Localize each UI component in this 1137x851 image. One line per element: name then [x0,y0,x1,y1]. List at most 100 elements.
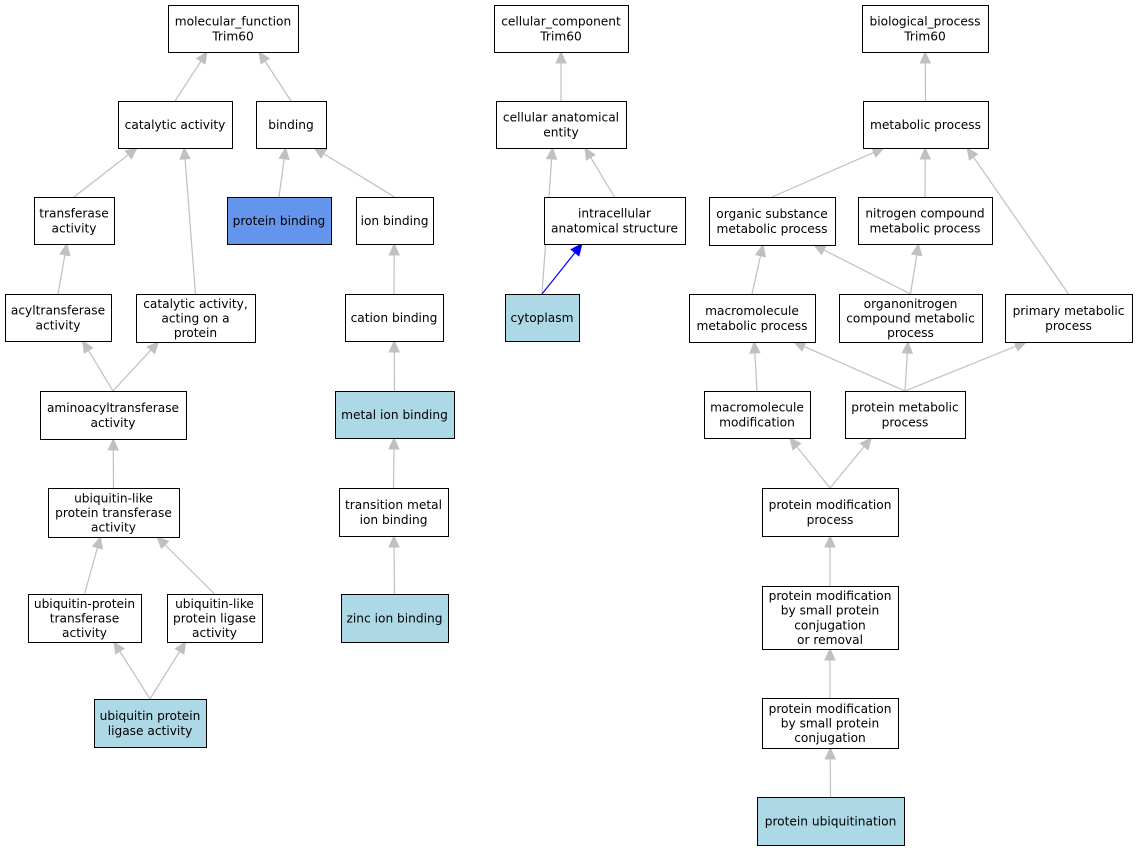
node-label: protein transferase [55,506,172,520]
edge-metabolic-to-bp [919,50,932,102]
edge-prot-mod-to-protein-met [829,437,873,489]
edge-ion-binding-to-binding [313,147,395,198]
node-label: metabolic process [870,118,981,132]
node-box [28,594,142,643]
node-zinc[interactable]: zinc ion binding [341,594,449,643]
node-label: by small protein [781,604,879,618]
node-box [704,391,811,439]
node-label: Trim60 [211,29,253,43]
node-ubiquitination[interactable]: protein ubiquitination [757,797,905,846]
node-label: transition metal [345,498,442,512]
node-box [845,391,966,439]
edge-ubiquitination-to-prot-mod-small [824,746,837,798]
edge-organonitrogen-to-organic-sub [812,244,911,295]
node-label: molecular_function [175,15,291,29]
node-label: conjugation [794,618,866,632]
node-label: protein modification [769,702,892,716]
node-ion-binding[interactable]: ion binding [356,197,434,245]
edge-protein-binding-to-binding [278,146,290,198]
node-box [5,294,112,342]
node-label: zinc ion binding [347,612,443,626]
edge-acyltransferase-to-transferase [57,242,71,295]
node-label: acyltransferase [11,304,105,318]
node-label: Trim60 [539,29,581,43]
node-box [168,5,299,53]
edge-prot-mod-to-macromol-mod [789,437,831,489]
node-label: ubiquitin-like [175,597,254,611]
node-box [34,197,115,245]
node-label: catalytic activity, [143,297,248,311]
node-box [335,391,455,439]
edge-aminoacyl-to-acyltransferase [82,339,114,392]
edge-macromol-met-to-organic-sub [751,243,767,295]
node-label: activity [91,521,136,535]
node-label: ligase activity [108,724,193,738]
node-box [167,594,263,643]
node-label: or removal [797,633,863,647]
node-cytoplasm[interactable]: cytoplasm [505,294,580,342]
node-box [136,294,256,343]
node-label: acting on a [161,312,229,326]
node-box [40,391,187,440]
node-catalytic[interactable]: catalytic activity [118,101,233,149]
node-label: protein [174,326,217,340]
edge-prot-mod-small-to-prot-mod-small-rem [824,647,836,698]
node-label: transferase [39,207,108,221]
node-protein-binding[interactable]: protein binding [227,197,332,245]
node-cation-binding[interactable]: cation binding [345,294,444,342]
node-metabolic[interactable]: metabolic process [863,101,989,149]
node-label: ubiquitin-protein [34,597,135,611]
node-label: conjugation [794,731,866,745]
node-label: process [1045,319,1092,333]
node-label: compound metabolic [846,312,975,326]
node-box [48,488,180,538]
node-box [1005,294,1133,343]
node-label: macromolecule [710,401,804,415]
node-label: cation binding [351,311,438,325]
edge-cytoplasm-to-intracellular [541,243,583,295]
node-label: activity [36,318,81,332]
edge-organic-sub-to-metabolic [771,147,885,198]
edge-zinc-to-transition-metal [388,534,400,595]
node-box [709,197,836,246]
node-metal-ion[interactable]: metal ion binding [335,391,455,439]
node-label: biological_process [869,15,980,29]
node-box [227,197,332,245]
edge-transition-metal-to-metal-ion [388,436,400,489]
node-label: activity [192,626,237,640]
node-binding[interactable]: binding [256,101,327,149]
node-box [505,294,580,342]
node-label: protein metabolic [851,401,958,415]
node-label: process [882,415,929,429]
edge-catalytic-to-mf [174,50,208,102]
node-label: by small protein [781,717,879,731]
node-label: activity [91,416,136,430]
node-label: Trim60 [903,29,945,43]
node-box [496,101,627,149]
node-label: anatomical structure [551,221,678,235]
